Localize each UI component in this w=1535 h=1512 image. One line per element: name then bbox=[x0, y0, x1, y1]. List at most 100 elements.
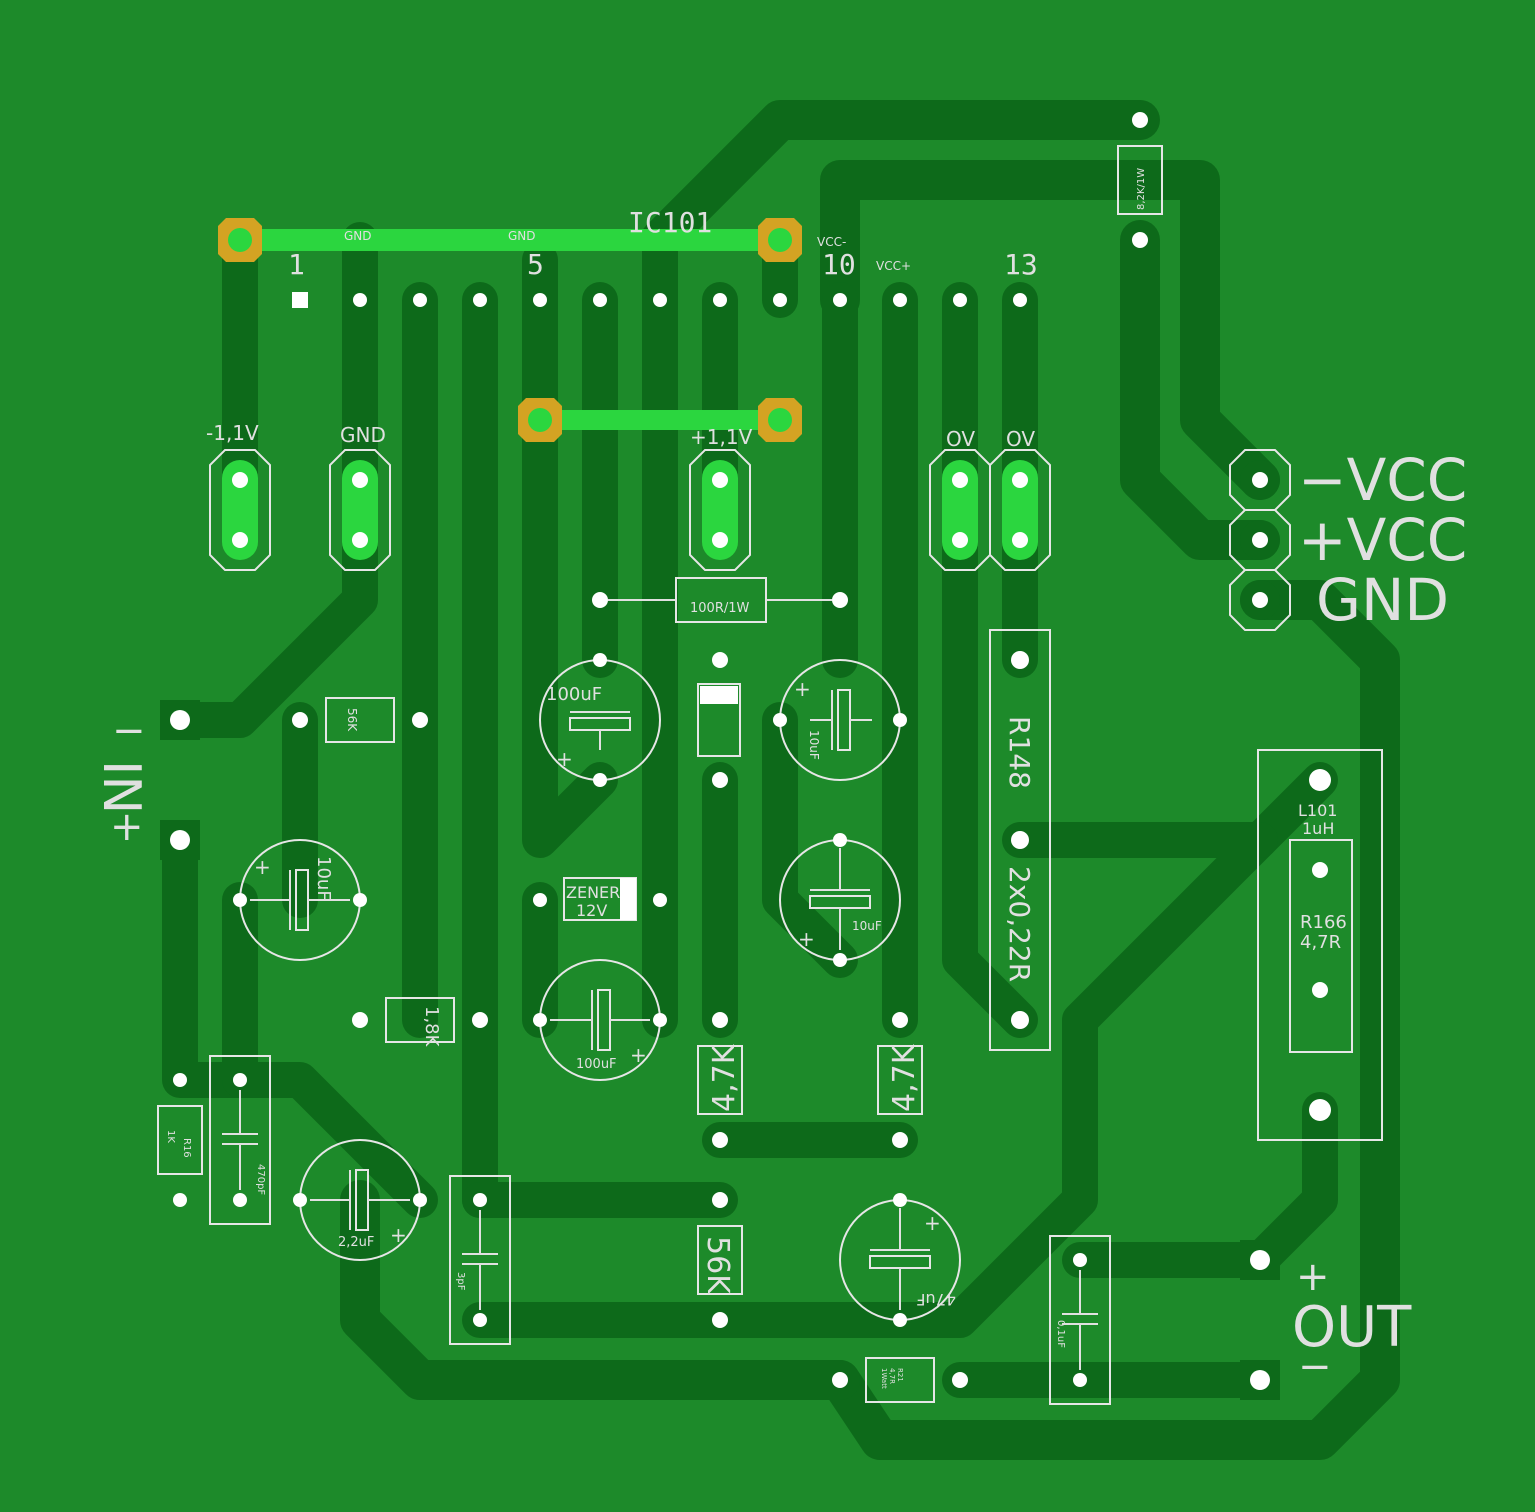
ic-pin13-label: 13 bbox=[1004, 248, 1038, 281]
r-small-label-b: 4,7R bbox=[888, 1368, 896, 1384]
c-3pf-body bbox=[449, 1175, 511, 1345]
via-ml bbox=[528, 408, 552, 432]
r-47k-a-label: 4,7K bbox=[707, 1043, 742, 1112]
smd-device-body bbox=[697, 683, 741, 757]
r-56k-a-label: 56K bbox=[345, 708, 359, 732]
svg-text:+: + bbox=[798, 927, 815, 951]
test-points bbox=[209, 449, 1051, 571]
ic-pin-6 bbox=[593, 293, 607, 307]
svg-text:+: + bbox=[390, 1223, 407, 1247]
ic-pin-8 bbox=[713, 293, 727, 307]
c-470pf-body bbox=[209, 1055, 271, 1225]
r-small-label-a: R21 bbox=[896, 1368, 904, 1382]
r166-body bbox=[1289, 839, 1353, 1053]
r-1k-body bbox=[157, 1105, 203, 1175]
in-minus-sign: − bbox=[112, 708, 146, 754]
tp-neg-bias bbox=[209, 449, 271, 571]
c-10uf-c-label: 10uF bbox=[852, 919, 882, 933]
trace-top-outer bbox=[640, 100, 1160, 260]
c-22uf-label: 2,2uF bbox=[338, 1235, 374, 1250]
r148-value: 2x0,22R bbox=[1003, 866, 1036, 982]
zener-label-a: ZENER bbox=[566, 883, 620, 902]
ic-pin-12 bbox=[953, 293, 967, 307]
c-01uf-label: 0,1uF bbox=[1055, 1320, 1066, 1348]
r-small-label-c: 1Watt bbox=[880, 1368, 888, 1389]
r-top-label: 8,2K/1W bbox=[1136, 168, 1147, 210]
r148-label: R148 bbox=[1003, 716, 1036, 789]
svg-text:+: + bbox=[630, 1043, 647, 1067]
r-100r-label: 100R/1W bbox=[690, 601, 749, 616]
trace-out-plus bbox=[1062, 1092, 1338, 1278]
r-top-body bbox=[1117, 145, 1163, 215]
ic-pin-1 bbox=[292, 292, 308, 308]
c-470pf-label: 470pF bbox=[255, 1164, 266, 1195]
r-small-body bbox=[865, 1357, 935, 1403]
ic-pin5-label: 5 bbox=[527, 248, 544, 281]
ic101-pins bbox=[292, 292, 1027, 308]
power-header bbox=[1229, 449, 1291, 631]
r-56k-b-body bbox=[697, 1225, 743, 1295]
trace-pin5 bbox=[522, 242, 618, 858]
tp-ov-b-label: OV bbox=[1006, 427, 1035, 451]
r-18k-label: 1,8K bbox=[421, 1006, 442, 1048]
c-10uf-b-label: 10uF bbox=[313, 856, 334, 901]
r-1k-label: 1K bbox=[165, 1130, 176, 1143]
c-01uf-body bbox=[1049, 1235, 1111, 1405]
tp-ov-b bbox=[989, 449, 1051, 571]
ic-pin1-label: 1 bbox=[288, 248, 305, 281]
l101-label: L101 bbox=[1298, 801, 1337, 820]
via-mr bbox=[768, 408, 792, 432]
r-100r-body bbox=[675, 577, 767, 623]
ic-pin10-label: 10 bbox=[822, 248, 856, 281]
power-label-gnd: GND bbox=[1316, 566, 1449, 634]
l101-body bbox=[1257, 749, 1383, 1141]
ic-gnd-a-label: GND bbox=[344, 229, 372, 243]
r-1k-ref: R16 bbox=[181, 1138, 192, 1158]
r148-body bbox=[989, 629, 1051, 1051]
c-100uf-b-label: 100uF bbox=[576, 1057, 617, 1072]
r-56k-b-label: 56K bbox=[700, 1236, 735, 1295]
trace-gnd-right bbox=[820, 580, 1400, 1460]
tp-pos-bias bbox=[689, 449, 751, 571]
tp-neg-bias-label: -1,1V bbox=[206, 421, 259, 445]
ic-pin-3 bbox=[413, 293, 427, 307]
c-10uf-a-label: 10uF bbox=[807, 730, 821, 760]
ic-pin-7 bbox=[653, 293, 667, 307]
tp-ov-a-label: OV bbox=[946, 427, 975, 451]
svg-text:+: + bbox=[254, 855, 271, 879]
ic-vcc-minus-label: VCC- bbox=[817, 235, 846, 249]
in-label: IN bbox=[91, 760, 151, 814]
ic-pin-11 bbox=[893, 293, 907, 307]
ic-gnd-b-label: GND bbox=[508, 229, 536, 243]
r166-label: R166 bbox=[1300, 912, 1347, 933]
tp-gnd-label: GND bbox=[340, 423, 386, 447]
svg-text:+: + bbox=[794, 677, 811, 701]
tp-ov-a bbox=[929, 449, 991, 571]
out-label: OUT bbox=[1292, 1295, 1412, 1360]
l101-value: 1uH bbox=[1302, 819, 1334, 838]
power-label-vcc-minus: −VCC bbox=[1298, 446, 1467, 514]
r-56k-a-body bbox=[325, 697, 395, 743]
out-minus-sign: − bbox=[1298, 1344, 1332, 1390]
r-47k-b-body bbox=[877, 1045, 923, 1115]
jumper-wires bbox=[218, 218, 802, 442]
ic-pin-10 bbox=[833, 293, 847, 307]
ic-ref-label: IC101 bbox=[628, 206, 712, 239]
ic-pin-2 bbox=[353, 293, 367, 307]
r-18k-body bbox=[385, 997, 455, 1043]
ic-pin-4 bbox=[473, 293, 487, 307]
out-plus-sign: + bbox=[1296, 1254, 1330, 1300]
tp-gnd bbox=[329, 449, 391, 571]
r-47k-b-label: 4,7K bbox=[887, 1043, 922, 1112]
svg-text:+: + bbox=[924, 1211, 941, 1235]
ic-pin-13 bbox=[1013, 293, 1027, 307]
svg-text:+: + bbox=[556, 747, 573, 771]
c-3pf-label: 3pF bbox=[455, 1272, 466, 1291]
trace-vcc-minus bbox=[820, 160, 1280, 500]
r-47k-a-body bbox=[697, 1045, 743, 1115]
r166-value: 4,7R bbox=[1300, 932, 1341, 953]
c-47uf-label: 47uF bbox=[916, 1290, 956, 1309]
c-100uf-a-label: 100uF bbox=[546, 684, 602, 705]
ic-pin-5 bbox=[533, 293, 547, 307]
